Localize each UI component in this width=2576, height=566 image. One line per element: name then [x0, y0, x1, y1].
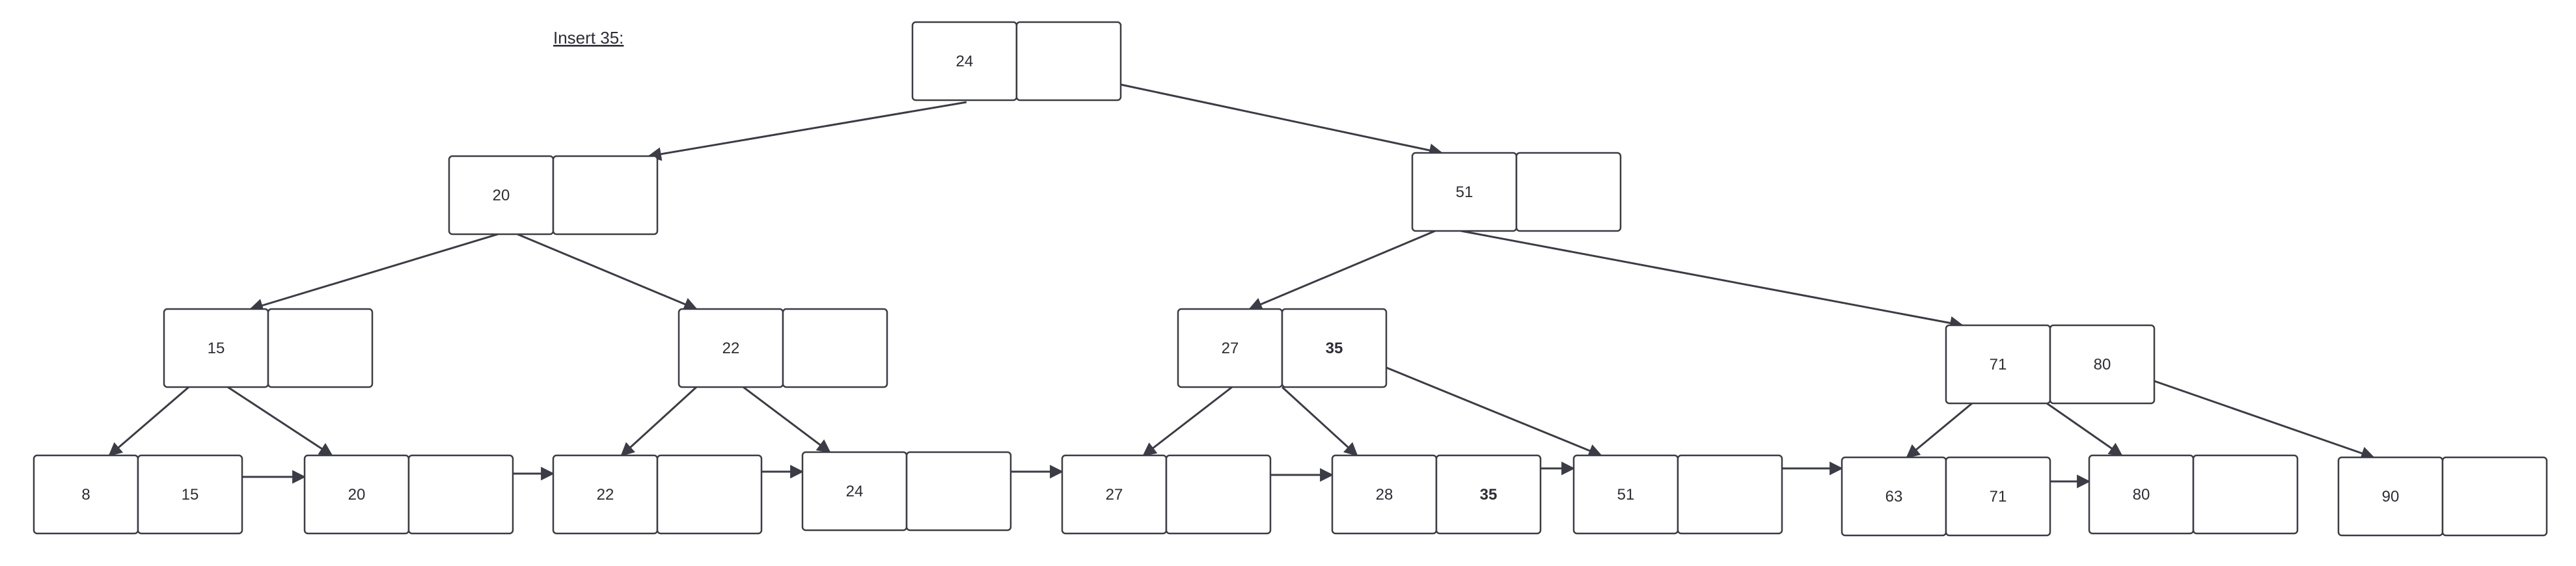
node-key-l8_15-1: 15 [182, 486, 199, 504]
diagram-title: Insert 35: [553, 28, 623, 47]
node-key-n20-0: 20 [493, 187, 510, 204]
pointer-arrow-11 [1281, 386, 1358, 457]
node-cell-n22-1 [782, 308, 888, 388]
node-key-l63_71-0: 63 [1885, 488, 1903, 505]
node-key-l27-0: 27 [1106, 486, 1123, 504]
node-cell-l80-1 [2192, 454, 2299, 535]
pointer-arrow-13 [1906, 402, 1973, 459]
node-cell-root-1 [1015, 21, 1122, 101]
node-key-l20-0: 20 [348, 486, 366, 504]
node-cell-n20-1 [552, 155, 659, 236]
node-key-n22-0: 22 [722, 340, 740, 357]
pointer-arrow-1 [1120, 83, 1444, 157]
node-cell-l90-1 [2441, 456, 2548, 537]
tree-node-n15: 15 [163, 308, 374, 388]
node-key-n27_35-1: 35 [1326, 340, 1343, 357]
pointer-arrow-0 [647, 101, 967, 161]
tree-node-l63_71: 63 71 [1841, 456, 2051, 537]
tree-node-l20: 20 [303, 454, 514, 535]
pointer-arrow-6 [108, 386, 189, 457]
node-cell-l51-1 [1677, 454, 1783, 535]
node-key-l51-0: 51 [1617, 486, 1635, 504]
node-key-l28_35-1: 35 [1480, 486, 1498, 504]
node-cell-n71_80-1 [2049, 324, 2156, 405]
tree-node-l80: 80 [2088, 454, 2299, 535]
node-key-n27_35-0: 27 [1222, 340, 1239, 357]
pointer-arrow-12 [1386, 366, 1602, 457]
pointer-arrow-5 [1460, 230, 1964, 330]
node-key-root-0: 24 [956, 53, 974, 70]
pointer-arrow-10 [1142, 386, 1233, 457]
tree-node-n20: 20 [448, 155, 659, 236]
tree-node-n22: 22 [678, 308, 888, 388]
tree-edges [108, 83, 2375, 489]
node-cell-l20-1 [407, 454, 514, 535]
pointer-arrow-15 [2152, 379, 2375, 460]
node-key-n15-0: 15 [208, 340, 225, 357]
node-key-l80-0: 80 [2133, 486, 2150, 504]
node-cell-l63_71-1 [1945, 456, 2051, 537]
node-cell-n51-1 [1515, 152, 1622, 232]
tree-node-n51: 51 [1411, 152, 1622, 232]
node-cell-l22-1 [656, 454, 763, 535]
node-cell-l24-1 [905, 451, 1012, 532]
pointer-arrow-9 [743, 386, 831, 453]
tree-node-l28_35: 28 35 [1331, 454, 1542, 535]
node-cell-l27-1 [1165, 454, 1272, 535]
tree-node-n27_35: 27 35 [1177, 308, 1388, 388]
node-key-n51-0: 51 [1456, 183, 1473, 201]
pointer-arrow-3 [517, 233, 698, 311]
node-key-l63_71-1: 71 [1990, 488, 2007, 505]
node-key-n71_80-0: 71 [1990, 356, 2007, 373]
pointer-arrow-2 [249, 233, 499, 312]
node-cell-n27_35-1 [1281, 308, 1388, 388]
tree-node-l51: 51 [1572, 454, 1783, 535]
node-cell-l8_15-1 [137, 454, 243, 535]
pointer-arrow-7 [227, 386, 333, 457]
pointer-arrow-8 [620, 386, 698, 457]
tree-node-l24: 24 [801, 451, 1012, 532]
pointer-arrow-14 [2046, 402, 2123, 457]
node-key-l90-0: 90 [2382, 488, 2400, 505]
node-key-l28_35-0: 28 [1376, 486, 1393, 504]
tree-node-n71_80: 71 80 [1945, 324, 2156, 405]
node-key-l24-0: 24 [846, 483, 864, 500]
node-key-n71_80-1: 80 [2094, 356, 2111, 373]
tree-node-l22: 22 [552, 454, 763, 535]
tree-node-l90: 90 [2337, 456, 2548, 537]
node-key-l22-0: 22 [597, 486, 614, 504]
node-key-l8_15-0: 8 [81, 486, 90, 504]
pointer-arrow-4 [1248, 230, 1436, 311]
tree-node-l27: 27 [1061, 454, 1272, 535]
tree-node-l8_15: 8 15 [33, 454, 243, 535]
tree-nodes: 24 20 51 15 22 27 35 71 80 8 15 20 22 24 27 28 35 51 63 71 8… [33, 21, 2548, 537]
node-cell-n15-1 [267, 308, 374, 388]
node-cell-l28_35-1 [1435, 454, 1542, 535]
tree-node-root: 24 [911, 21, 1122, 101]
